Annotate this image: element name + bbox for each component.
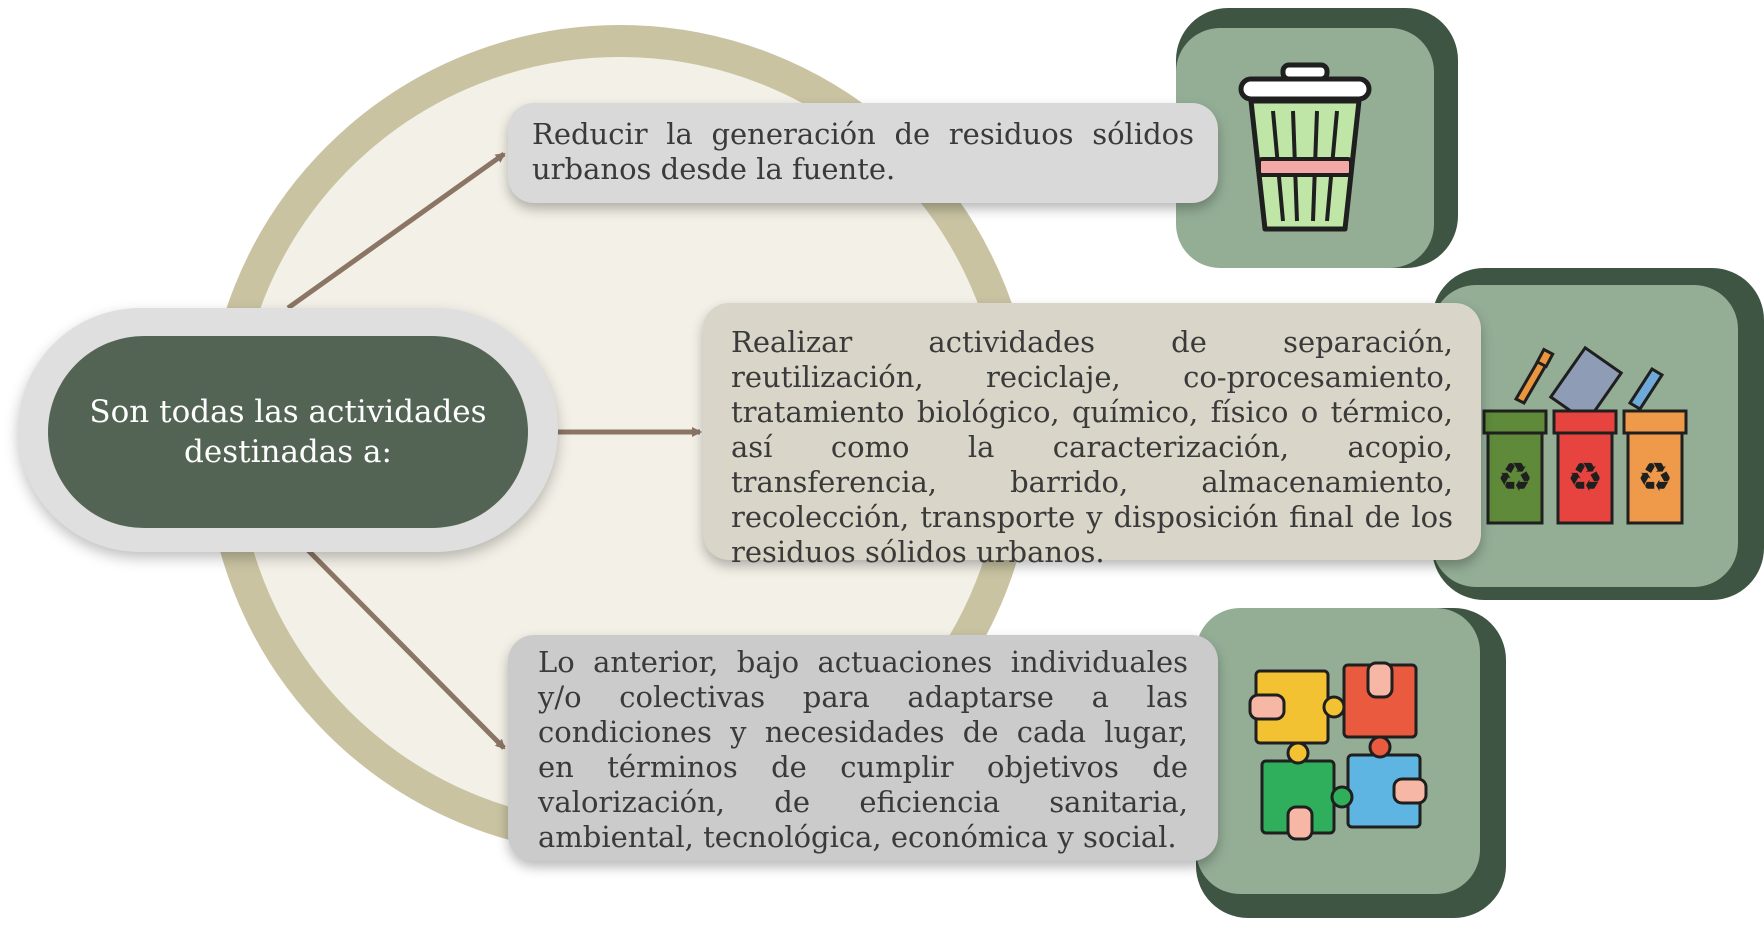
item-2-text: Realizar actividades de separación, reut… bbox=[731, 325, 1453, 569]
tile-3 bbox=[1196, 608, 1480, 894]
item-3-text: Lo anterior, bajo actuaciones individual… bbox=[538, 645, 1188, 854]
item-1-text: Reducir la generación de residuos sólido… bbox=[532, 117, 1194, 186]
arrow-to-item-1 bbox=[286, 151, 506, 311]
item-1-box: Reducir la generación de residuos sólido… bbox=[508, 103, 1218, 203]
center-pill: Son todas las actividades destinadas a: bbox=[48, 336, 528, 528]
item-3-box: Lo anterior, bajo actuaciones individual… bbox=[508, 635, 1218, 861]
center-title-line-2: destinadas a: bbox=[184, 434, 392, 470]
svg-text:♻: ♻ bbox=[1497, 455, 1533, 501]
trash-bin-icon bbox=[1238, 62, 1372, 231]
puzzle-hands-icon bbox=[1248, 661, 1428, 841]
item-2-box: Realizar actividades de separación, reut… bbox=[703, 303, 1481, 569]
recycling-bins-icon: ♻ ♻ ♻ bbox=[1482, 345, 1688, 525]
tile-2: ♻ ♻ ♻ bbox=[1432, 285, 1738, 587]
tile-1 bbox=[1176, 28, 1434, 268]
arrow-to-item-3 bbox=[286, 528, 506, 750]
svg-text:♻: ♻ bbox=[1637, 455, 1673, 501]
center-title-line-1: Son todas las actividades bbox=[89, 393, 487, 430]
svg-text:♻: ♻ bbox=[1567, 455, 1603, 501]
